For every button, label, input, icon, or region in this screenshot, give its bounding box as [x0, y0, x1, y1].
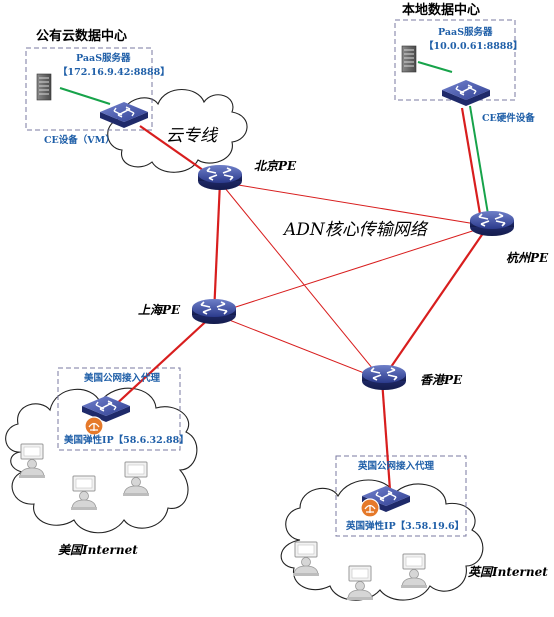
local-ce-switch-icon	[441, 79, 491, 107]
shanghai-pe-router-icon	[191, 298, 237, 325]
local-paas-server-ip: 【10.0.0.61:8888】	[424, 41, 523, 52]
us-proxy-box	[57, 367, 181, 451]
uk-internet-cloud	[280, 479, 484, 601]
uk-proxy-badge-icon	[360, 498, 380, 518]
hongkong-pe-router-icon	[361, 364, 407, 391]
public-dc-title: 公有云数据中心	[36, 29, 128, 44]
hongkong-pe-label: 香港PE	[420, 373, 463, 387]
hangzhou-pe-router-icon	[469, 210, 515, 237]
uk-elastic-ip-label: 英国弹性IP【3.58.19.6】	[346, 521, 465, 532]
uk-internet-label: 英国Internet	[468, 565, 548, 579]
us-elastic-ip-label: 美国弹性IP【58.6.32.88】	[64, 435, 189, 446]
public-paas-server-label: PaaS服务器	[76, 53, 131, 64]
local-dc-title: 本地数据中心	[402, 3, 481, 18]
cloud-line-label: 云专线	[166, 126, 217, 146]
uk-proxy-box	[335, 455, 467, 537]
us-internet-label: 美国Internet	[58, 543, 138, 557]
access-links	[59, 61, 489, 215]
shanghai-pe-label: 上海PE	[138, 303, 181, 317]
us-proxy-badge-icon	[84, 416, 104, 436]
public-paas-server-ip: 【172.16.9.42:8888】	[58, 67, 170, 78]
core-mesh-links	[213, 181, 489, 381]
core-network-label: ADN核心传输网络	[284, 220, 427, 240]
local-paas-server-icon	[401, 45, 417, 73]
us-internet-cloud	[5, 387, 198, 534]
local-paas-server-label: PaaS服务器	[438, 27, 493, 38]
public-paas-server-icon	[36, 73, 52, 101]
local-ce-label: CE硬件设备	[482, 113, 535, 124]
uk-proxy-label: 英国公网接入代理	[358, 461, 435, 472]
beijing-pe-label: 北京PE	[254, 159, 297, 173]
public-ce-label: CE设备（VM）	[44, 135, 115, 146]
us-proxy-label: 美国公网接入代理	[84, 373, 161, 384]
beijing-pe-router-icon	[197, 164, 243, 191]
hangzhou-pe-label: 杭州PE	[506, 251, 549, 265]
